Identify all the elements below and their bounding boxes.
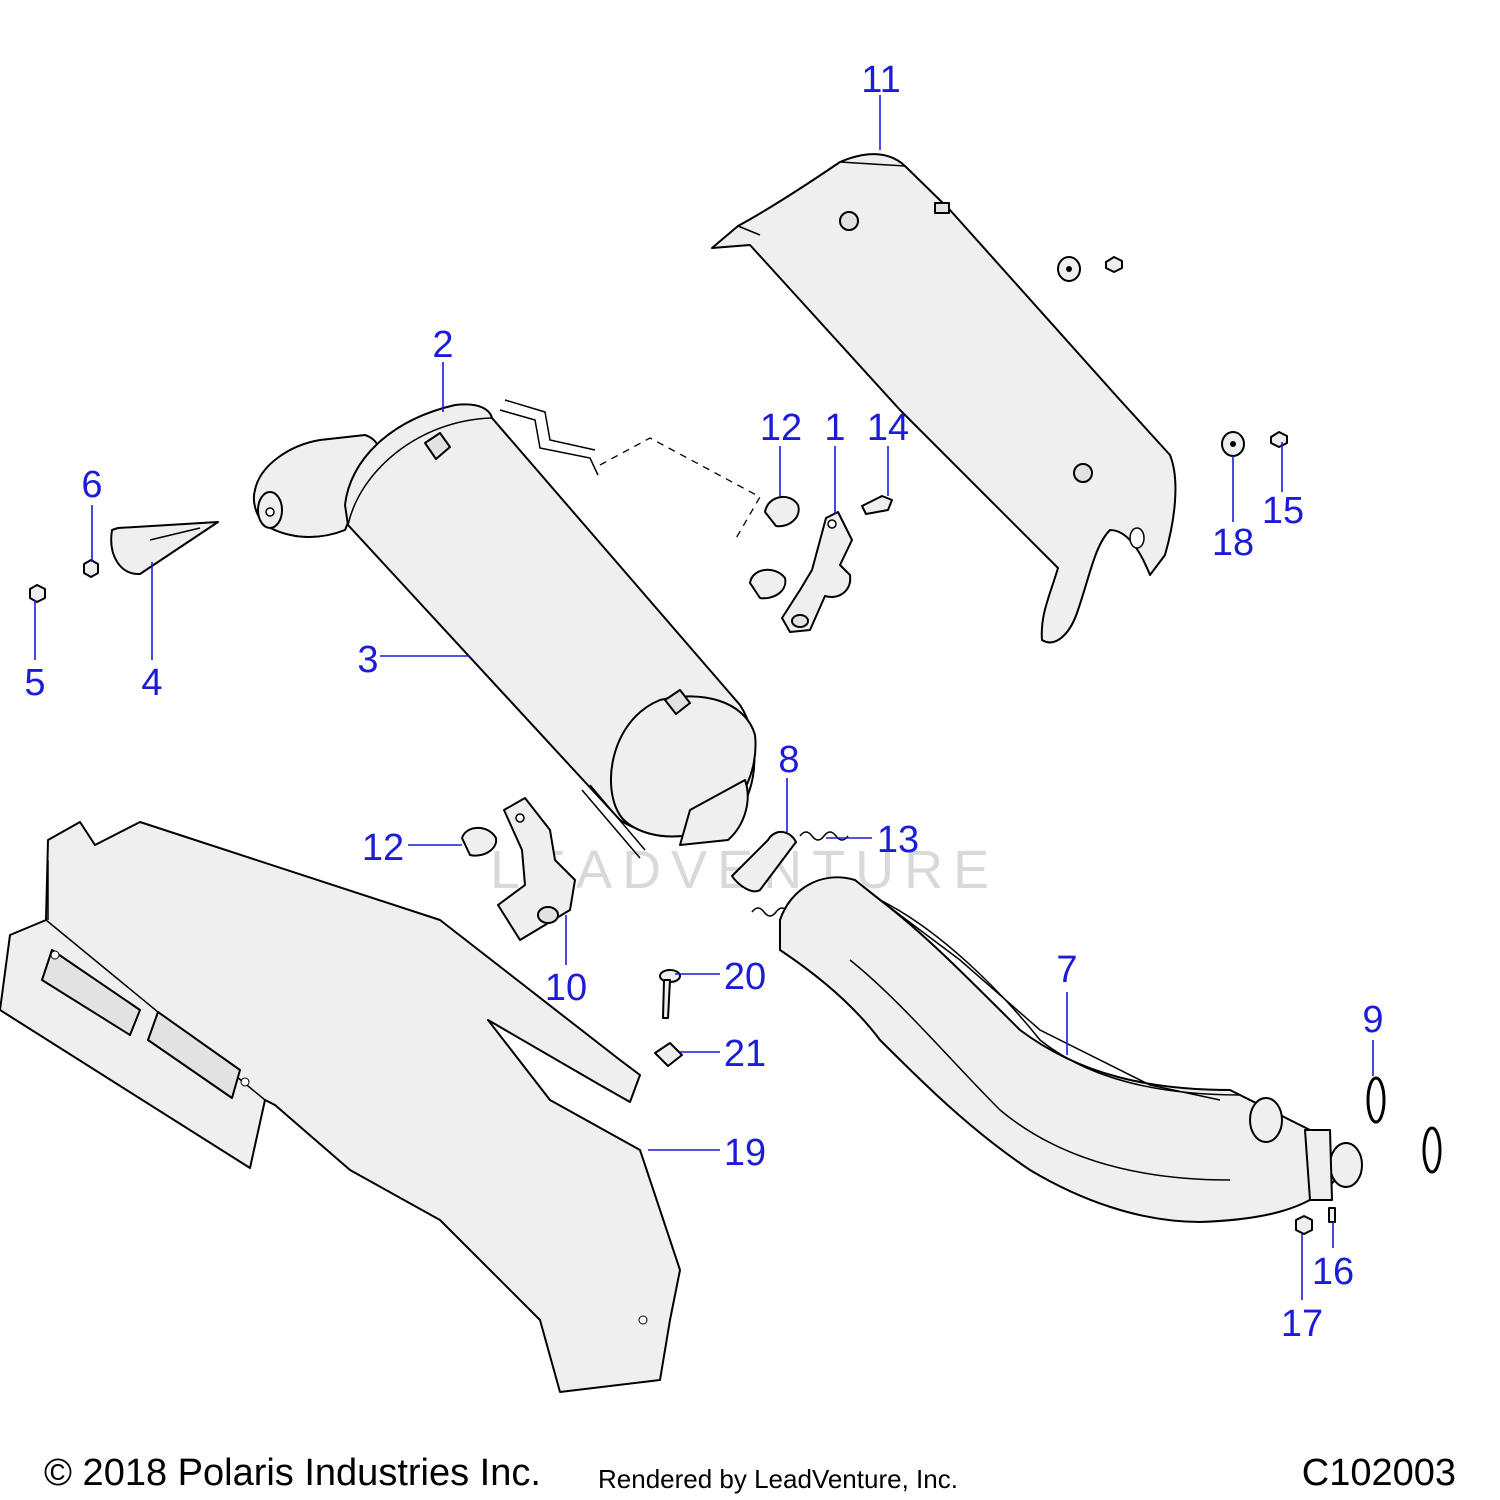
part-10-lower-bracket [497,797,576,941]
callout-21: 21 [724,1033,766,1075]
rendered-by-text: Rendered by LeadVenture, Inc. [598,1464,958,1494]
callout-12-upper: 12 [760,407,802,449]
part-1-bracket [781,511,853,633]
callout-13: 13 [877,819,919,861]
callout-18: 18 [1212,522,1254,564]
part-3-muffler [252,399,761,859]
callout-14: 14 [867,407,909,449]
part-8-gasket [731,831,797,893]
part-12-grommet-upper [749,496,800,600]
callout-5: 5 [24,662,45,704]
vent-slot-icon [41,949,141,1036]
part-7-head-pipe [779,876,1363,1223]
part-20-screw [659,969,681,1019]
part-11-upper-heat-shield [711,153,1177,644]
callout-8: 8 [778,739,799,781]
part-5-bolt [29,584,46,603]
leader-lines [34,95,1374,1300]
part-19-lower-heat-shield [0,821,681,1393]
callout-4: 4 [141,662,162,704]
part-18-washer [1057,256,1245,457]
part-21-clip-nut [654,1042,683,1067]
callout-20: 20 [724,956,766,998]
mount-hole-icon [1073,463,1093,483]
callout-17: 17 [1281,1303,1323,1345]
callout-1: 1 [824,407,845,449]
drawing-id: C102003 [1301,1452,1456,1494]
part-15-nut [1105,256,1288,448]
callout-12-lower: 12 [362,827,404,869]
callout-labels: 1 2 3 4 5 6 7 8 9 10 11 12 12 13 14 15 1… [24,59,1383,1345]
mount-hole-icon [839,211,859,231]
mount-tab-icon [664,689,691,715]
part-14-bolt [861,495,893,515]
part-16-stud [1328,1207,1336,1223]
part-4-spark-arrestor [110,521,219,576]
callout-3: 3 [357,639,378,681]
callout-10: 10 [545,967,587,1009]
copyright-text: © 2018 Polaris Industries Inc. [44,1452,541,1494]
part-6-nut [83,559,99,578]
callout-2: 2 [432,324,453,366]
mount-tab-icon [424,432,451,460]
part-17-nut [1295,1215,1313,1235]
part-9-seal-ring [1366,1076,1442,1174]
callout-6: 6 [81,464,102,506]
callout-9: 9 [1362,999,1383,1041]
callout-7: 7 [1056,949,1077,991]
part-12-grommet-lower [461,826,498,857]
callout-19: 19 [724,1132,766,1174]
callout-16: 16 [1312,1251,1354,1293]
callout-15: 15 [1262,490,1304,532]
vent-slot-icon [147,1011,241,1099]
callout-11: 11 [861,59,900,101]
